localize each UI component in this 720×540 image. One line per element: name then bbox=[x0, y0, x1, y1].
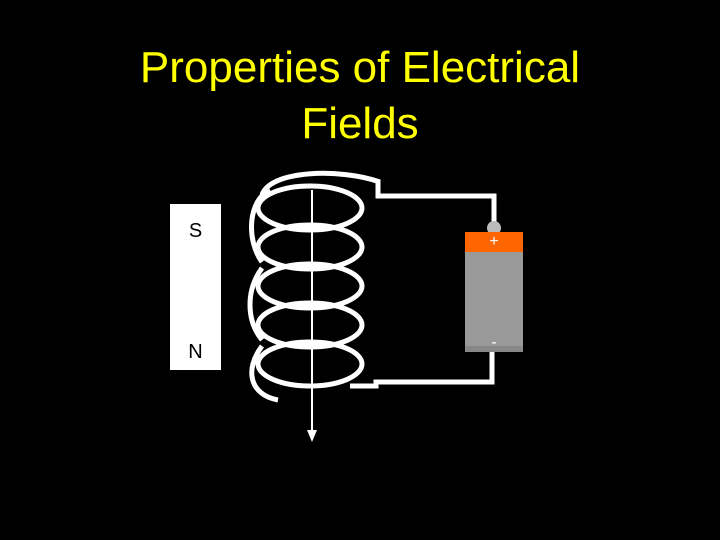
bottom-wire bbox=[350, 352, 495, 389]
coil bbox=[247, 170, 381, 403]
bar-magnet: S N bbox=[170, 204, 221, 370]
battery-negative-label: - bbox=[491, 334, 497, 351]
battery-body bbox=[465, 252, 523, 350]
battery bbox=[465, 221, 523, 352]
field-axis-arrowhead bbox=[307, 430, 317, 442]
circuit-wires bbox=[350, 180, 497, 389]
coil-top-lead bbox=[259, 170, 381, 197]
north-pole-label: N bbox=[188, 341, 203, 363]
battery-negative-end bbox=[465, 346, 523, 352]
battery-terminal bbox=[487, 221, 501, 235]
top-wire bbox=[375, 180, 497, 226]
title-line-1: Properties of Electrical bbox=[139, 43, 581, 92]
coil-loop bbox=[255, 339, 365, 389]
title-line-2: Fields bbox=[301, 99, 419, 148]
slide-title: Properties of Electrical Fields bbox=[0, 40, 720, 152]
coil-loop bbox=[255, 183, 365, 233]
coil-back-wrap bbox=[249, 344, 279, 403]
battery-positive-label: + bbox=[489, 233, 499, 250]
coil-back-wrap bbox=[247, 266, 265, 342]
coil-loop bbox=[255, 222, 365, 272]
south-pole-label: S bbox=[188, 220, 203, 242]
coil-loop bbox=[255, 300, 365, 350]
coil-loop bbox=[255, 261, 365, 311]
battery-positive-cap bbox=[465, 232, 523, 252]
